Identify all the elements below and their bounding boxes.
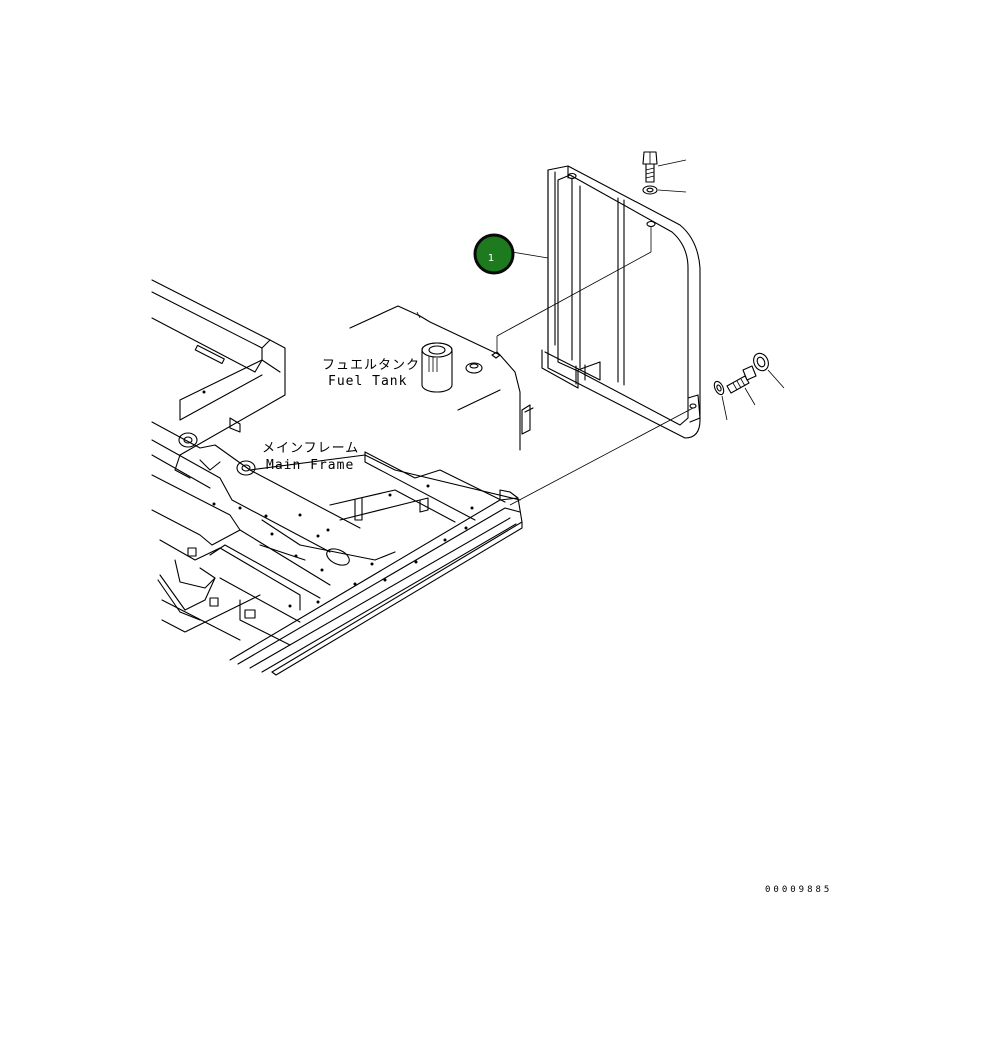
fuel-tank-label-en: Fuel Tank [328, 374, 407, 389]
fuel-filter-part [421, 342, 453, 393]
document-number: 00009885 [765, 885, 832, 895]
fuel-tank-label-jp: フュエルタンク [322, 358, 420, 373]
guard-panel-part-1 [541, 165, 701, 439]
top-washer [642, 185, 658, 195]
main-frame-label-jp: メインフレーム [262, 441, 359, 456]
main-frame-drawing [151, 279, 523, 676]
side-washer [713, 380, 725, 396]
fuel-tank-outline [349, 305, 534, 451]
callout-number: 1 [488, 253, 494, 264]
side-lock-washer [753, 352, 769, 372]
side-bolt [726, 365, 757, 394]
top-bolt [642, 151, 658, 183]
main-frame-label-en: Main Frame [266, 458, 354, 473]
frame-bolt-holes [202, 390, 474, 608]
leader-lines [496, 159, 785, 506]
callout-1[interactable]: 1 [473, 233, 515, 275]
cap-part [465, 362, 483, 374]
